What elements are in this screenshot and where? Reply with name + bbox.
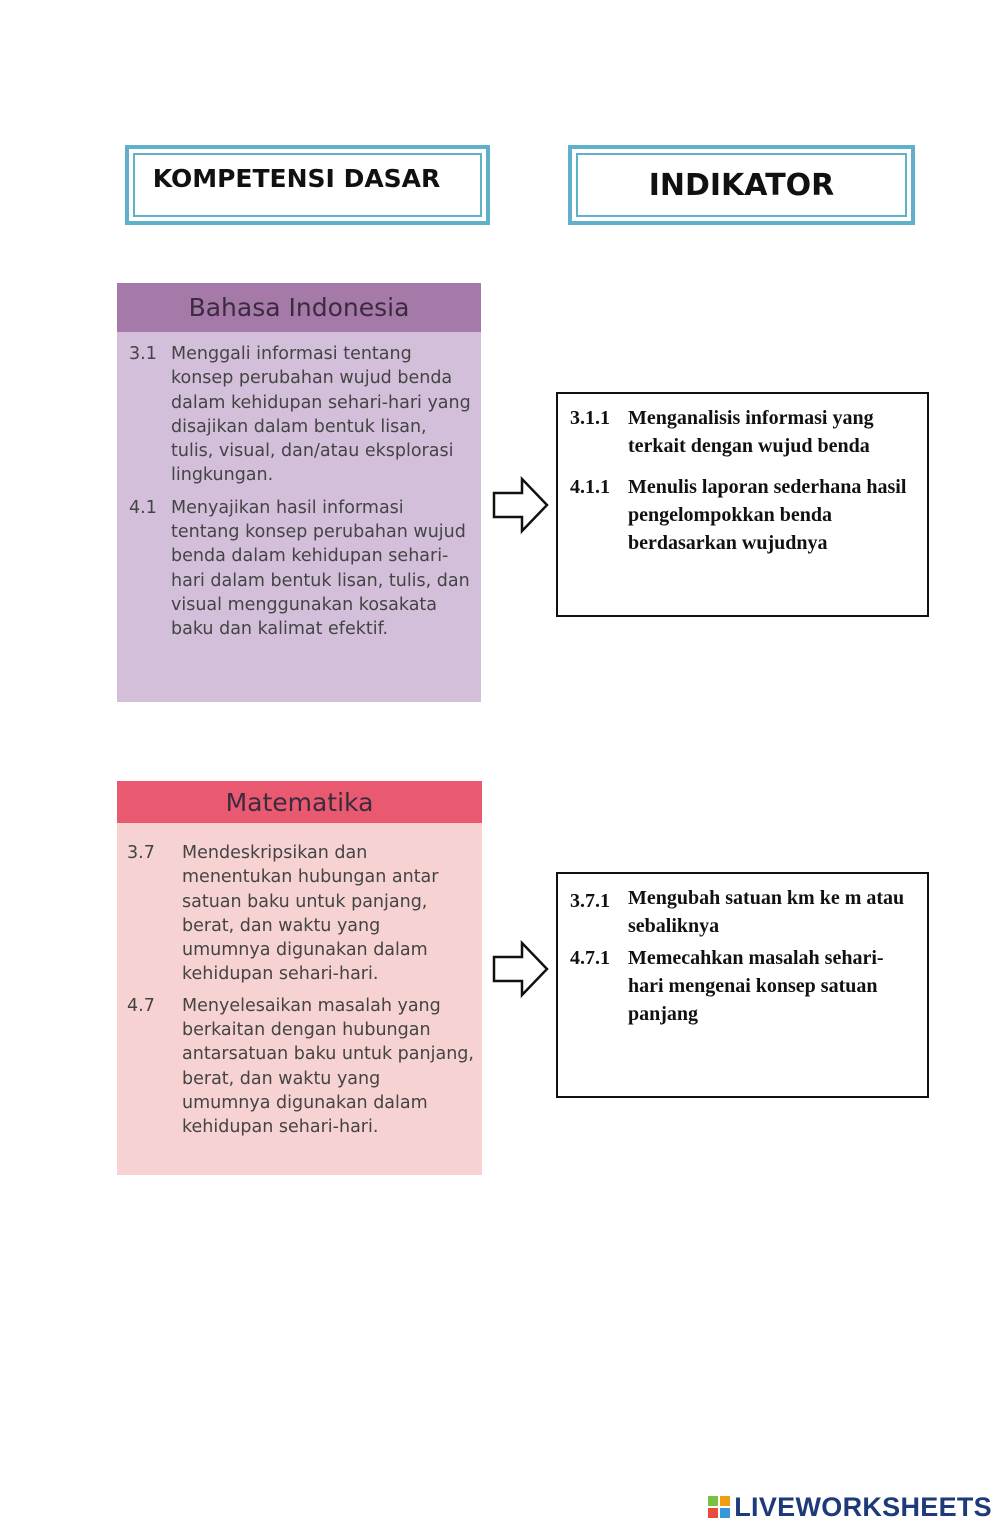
competency-text: Menggali informasi tentang konsep peruba… [171,344,471,486]
liveworksheets-wordmark: LIVEWORKSHEETS [734,1491,992,1522]
indicator-number: 3.1.1 [570,407,610,429]
subject-card-bahasa-indonesia: Bahasa Indonesia 3.1 Menggali informasi … [117,283,481,702]
indicator-box-matematika: 3.7.1 Mengubah satuan km ke m atau sebal… [556,872,929,1098]
indicator-item: 4.7.1 Memecahkan masalah sehari-hari men… [570,944,919,1028]
header-indikator: INDIKATOR [568,145,915,225]
indicator-item: 4.1.1 Menulis laporan sederhana hasil pe… [570,473,919,557]
indicator-text: Menulis laporan sederhana hasil pengelom… [628,476,907,554]
indicator-box-bahasa-indonesia: 3.1.1 Menganalisis informasi yang terkai… [556,392,929,617]
indicator-text: Menganalisis informasi yang terkait deng… [628,407,874,457]
header-kompetensi-dasar-label: KOMPETENSI DASAR [133,153,482,217]
subject-body: 3.7 Mendeskripsikan dan menentukan hubun… [117,823,482,1175]
arrow-right-icon [492,476,549,534]
header-kompetensi-dasar: KOMPETENSI DASAR [125,145,490,225]
indicator-item: 3.1.1 Menganalisis informasi yang terkai… [570,404,919,460]
subject-card-matematika: Matematika 3.7 Mendeskripsikan dan menen… [117,781,482,1175]
liveworksheets-logo: LIVEWORKSHEETS [708,1490,992,1524]
liveworksheets-mark-icon [708,1496,731,1518]
indicator-text: Memecahkan masalah sehari-hari mengenai … [628,947,884,1025]
competency-item: 4.1 Menyajikan hasil informasi tentang k… [129,496,473,642]
indicator-number: 3.7.1 [570,890,610,912]
indicator-text: Mengubah satuan km ke m atau sebaliknya [628,887,905,937]
competency-item: 4.7 Menyelesaikan masalah yang berkaitan… [127,994,474,1140]
indicator-item: 3.7.1 Mengubah satuan km ke m atau sebal… [570,884,919,940]
competency-number: 3.7 [127,843,155,863]
competency-text: Mendeskripsikan dan menentukan hubungan … [182,843,439,985]
competency-number: 4.1 [129,497,157,518]
subject-title: Matematika [117,781,482,823]
indicator-number: 4.7.1 [570,947,610,969]
subject-body: 3.1 Menggali informasi tentang konsep pe… [117,332,481,702]
indicator-number: 4.1.1 [570,476,610,498]
competency-item: 3.1 Menggali informasi tentang konsep pe… [129,342,473,488]
competency-text: Menyajikan hasil informasi tentang konse… [171,497,470,640]
subject-title: Bahasa Indonesia [117,283,481,332]
header-indikator-label: INDIKATOR [576,153,907,217]
competency-number: 3.1 [129,344,157,364]
competency-item: 3.7 Mendeskripsikan dan menentukan hubun… [127,841,474,987]
competency-text: Menyelesaikan masalah yang berkaitan den… [182,995,474,1138]
arrow-right-icon [492,940,549,998]
competency-number: 4.7 [127,995,155,1016]
